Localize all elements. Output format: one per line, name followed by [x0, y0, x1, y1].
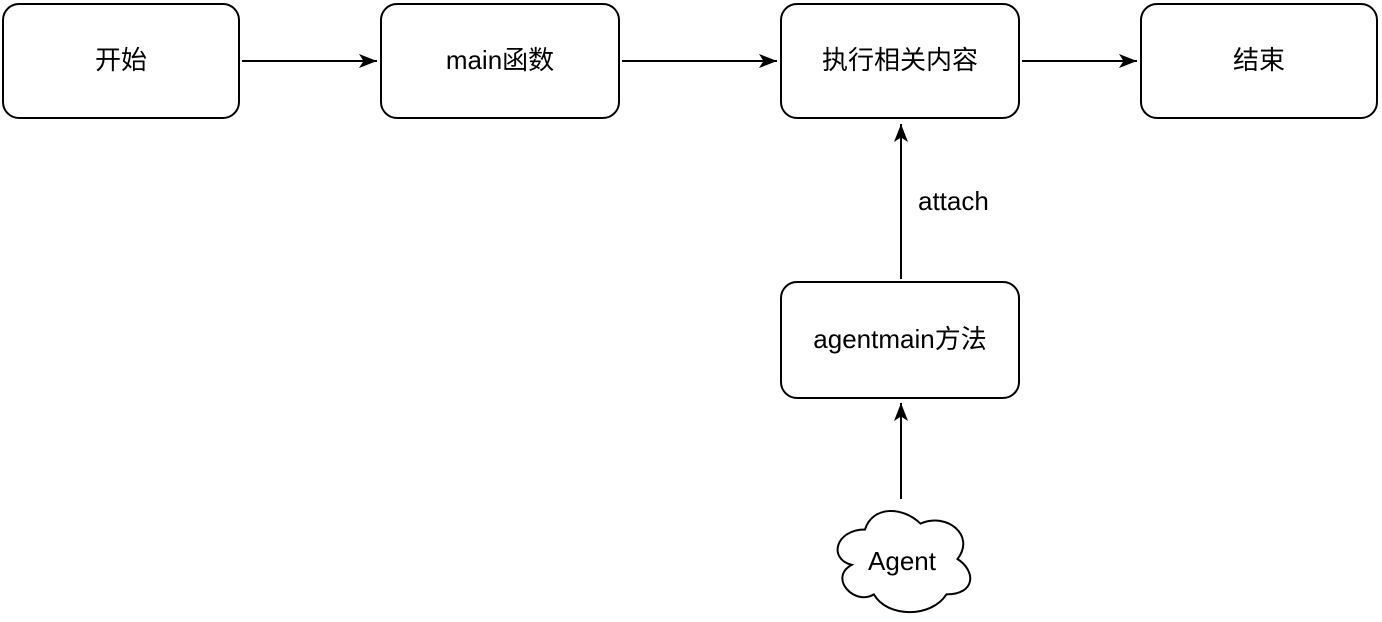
node-main-label: main函数	[445, 45, 555, 76]
node-start-label: 开始	[94, 45, 147, 76]
node-execute: 执行相关内容	[780, 3, 1020, 119]
cloud-shape	[836, 510, 972, 614]
edge-label-attach: attach	[916, 186, 991, 218]
node-agent-label: Agent	[868, 546, 936, 576]
node-agentmain: agentmain方法	[780, 281, 1020, 399]
node-end: 结束	[1140, 3, 1378, 119]
node-execute-label: 执行相关内容	[821, 45, 978, 76]
node-end-label: 结束	[1232, 45, 1285, 76]
node-start: 开始	[2, 3, 240, 119]
node-agentmain-label: agentmain方法	[813, 324, 987, 355]
node-main: main函数	[380, 3, 620, 119]
